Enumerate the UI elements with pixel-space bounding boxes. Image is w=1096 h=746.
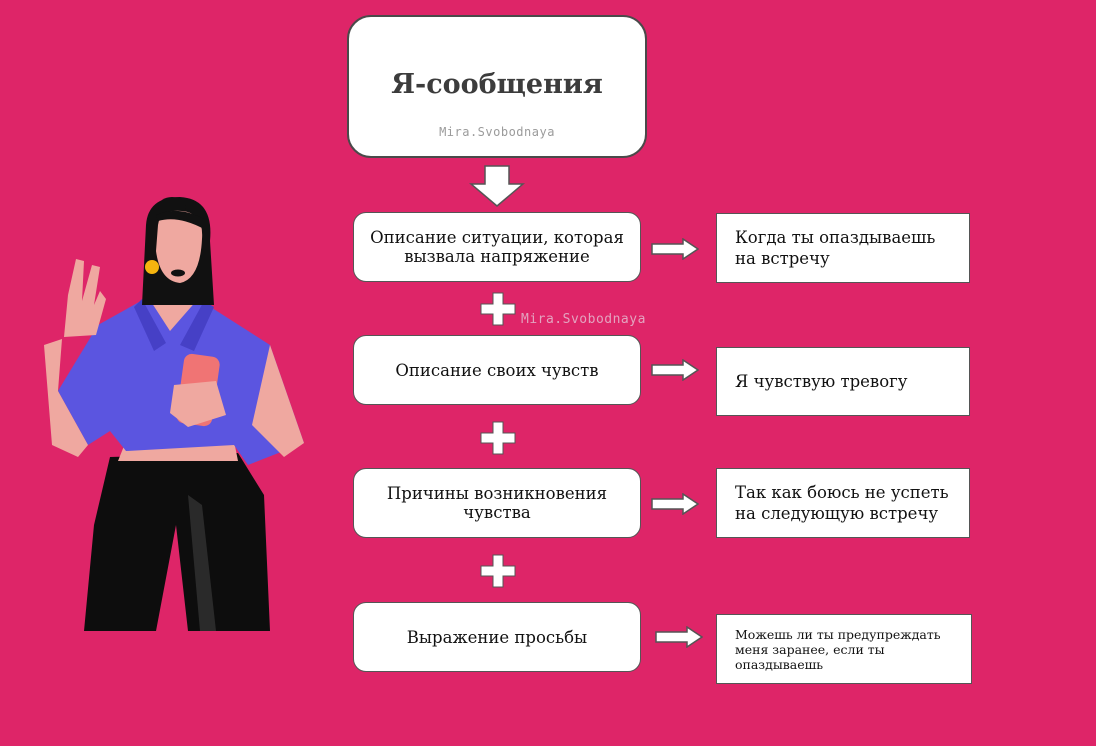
example-situation: Когда ты опаздываешь на встречу xyxy=(716,213,970,283)
page-title: Я-сообщения xyxy=(391,69,603,100)
plus-icon xyxy=(480,292,516,326)
watermark: Mira.Svobodnaya xyxy=(439,125,555,139)
example-text: Когда ты опаздываешь на встречу xyxy=(735,228,936,268)
plus-icon xyxy=(480,421,516,455)
plus-icon xyxy=(480,554,516,588)
title-box: Я-сообщения Mira.Svobodnaya xyxy=(347,15,647,158)
right-arrow-icon xyxy=(655,626,703,648)
example-feelings: Я чувствую тревогу xyxy=(716,347,970,416)
step-label: Выражение просьбы xyxy=(406,627,588,647)
step-label: Причины возникновения чувства xyxy=(386,484,608,522)
example-reasons: Так как боюсь не успеть на следующую вст… xyxy=(716,468,970,538)
right-arrow-icon xyxy=(651,238,699,260)
example-request: Можешь ли ты предупреждать меня заранее,… xyxy=(716,614,972,684)
right-arrow-icon xyxy=(651,359,699,381)
step-situation: Описание ситуации, которая вызвала напря… xyxy=(353,212,641,282)
example-text: Так как боюсь не успеть на следующую вст… xyxy=(735,483,949,523)
example-text: Можешь ли ты предупреждать меня заранее,… xyxy=(735,626,941,672)
right-arrow-icon xyxy=(651,493,699,515)
watermark-middle: Mira.Svobodnaya xyxy=(521,312,646,327)
step-label: Описание ситуации, которая вызвала напря… xyxy=(370,228,624,266)
step-reasons: Причины возникновения чувства xyxy=(353,468,641,538)
step-request: Выражение просьбы xyxy=(353,602,641,672)
woman-with-phone-illustration xyxy=(44,197,304,631)
step-feelings: Описание своих чувств xyxy=(353,335,641,405)
example-text: Я чувствую тревогу xyxy=(735,372,908,391)
step-label: Описание своих чувств xyxy=(395,360,599,380)
down-arrow-icon xyxy=(469,165,525,207)
